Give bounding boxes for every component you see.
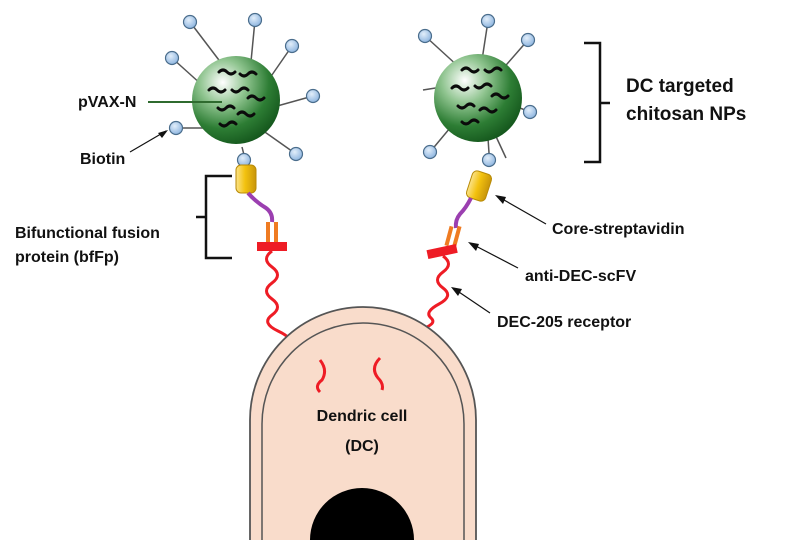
biotin-balls-right (417, 13, 538, 168)
core-streptavidin-label: Core-streptavidin (552, 221, 684, 238)
nanoparticle-sphere-left (192, 56, 280, 144)
cell-label-line1: Dendric cell (317, 408, 408, 425)
nps-label-line2: chitosan NPs (626, 104, 746, 125)
anti-dec-scfv-right (444, 225, 462, 247)
pvax-dna-strands-right (450, 66, 510, 126)
cell-inner-membrane (261, 322, 465, 540)
biotin-balls-left (164, 12, 321, 168)
bffp-bracket (196, 174, 232, 260)
dec205-label: DEC-205 receptor (497, 314, 631, 331)
nucleus-icon (310, 488, 414, 540)
bffp-right (386, 170, 493, 386)
core-streptavidin-arrowhead (495, 195, 506, 204)
pvax-label: pVAX-N (78, 94, 136, 111)
core-streptavidin-right (465, 170, 493, 202)
linker-left (246, 191, 275, 223)
nps-label-line1: DC targeted (626, 76, 734, 97)
receptor-head-left (257, 242, 287, 251)
core-streptavidin-left (235, 164, 257, 194)
biotin-arrowhead (158, 130, 168, 138)
dec205-arrowhead (451, 287, 462, 296)
nanoparticle-right (417, 13, 538, 168)
bffp-label-line1: Bifunctional fusion (15, 225, 160, 242)
nanoparticle-left (164, 12, 321, 168)
receptor-head-right (426, 243, 458, 260)
linker-right (453, 197, 473, 229)
cell-outer-membrane (249, 306, 477, 540)
pvax-dna-strands-left (207, 68, 266, 128)
nanoparticle-sphere-right (434, 54, 522, 142)
receptor-tail-right (373, 356, 384, 391)
anti-dec-pointer (469, 242, 519, 269)
bffp-label-line2: protein (bfFp) (15, 249, 119, 266)
core-streptavidin-pointer (496, 195, 547, 225)
dendritic-cell: Dendric cell (DC) (249, 306, 477, 540)
anti-dec-arrowhead (468, 242, 479, 251)
anti-dec-label: anti-DEC-scFV (525, 268, 636, 285)
anti-dec-scfv-left (266, 222, 278, 242)
cell-label-line2: (DC) (345, 438, 379, 455)
biotin-label: Biotin (80, 151, 125, 168)
receptor-tail-left (315, 359, 327, 394)
nps-bracket (584, 41, 610, 164)
